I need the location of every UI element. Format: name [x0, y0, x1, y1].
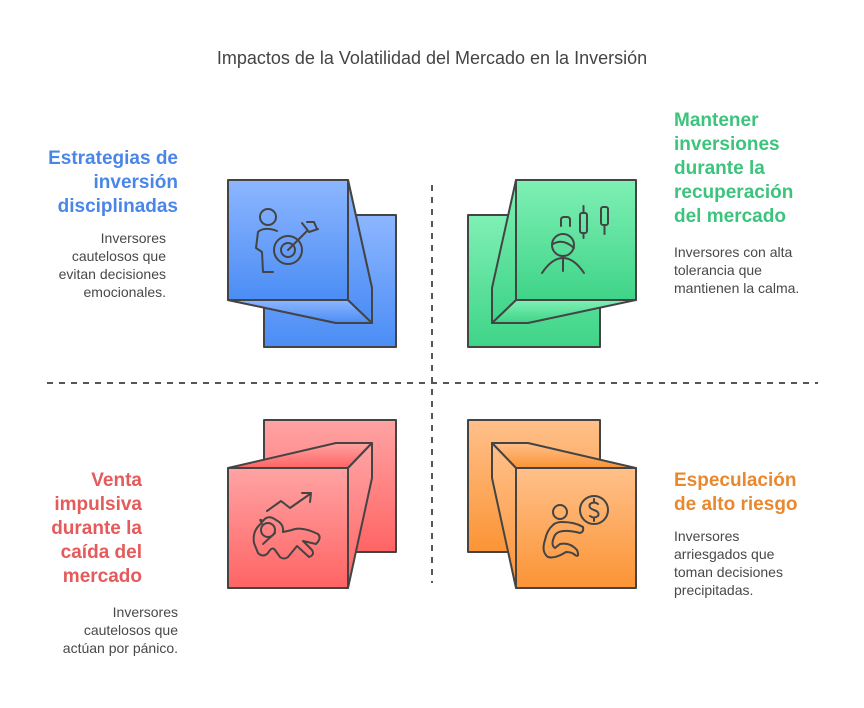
person-target-icon	[255, 208, 319, 273]
desc-hold-investments: Inversores con alta tolerancia que manti…	[674, 244, 800, 296]
diagram-title: Impactos de la Volatilidad del Mercado e…	[216, 48, 648, 68]
heading-disciplined-strategies: Estrategias de inversión disciplinadas	[48, 148, 178, 217]
person-trend-panic-icon	[252, 492, 321, 560]
heading-high-risk-speculation: Especulación de alto riesgo	[674, 470, 798, 515]
heading-panic-selling: Venta impulsiva durante la caída del mer…	[51, 470, 142, 587]
cube-hold-investments	[467, 179, 637, 348]
heading-hold-investments: Mantener inversiones durante la recupera…	[674, 110, 794, 227]
cube-panic-selling	[227, 419, 397, 589]
investor-candlestick-icon	[541, 205, 609, 274]
desc-high-risk-speculation: Inversores arriesgados que toman decisio…	[674, 528, 783, 598]
cube-high-risk-speculation	[467, 419, 637, 589]
desc-panic-selling: Inversores cautelosos que actúan por pán…	[62, 604, 178, 656]
person-dollar-icon	[542, 495, 609, 559]
cube-disciplined-strategies	[227, 179, 397, 348]
desc-disciplined-strategies: Inversores cautelosos que evitan decisio…	[58, 230, 166, 300]
